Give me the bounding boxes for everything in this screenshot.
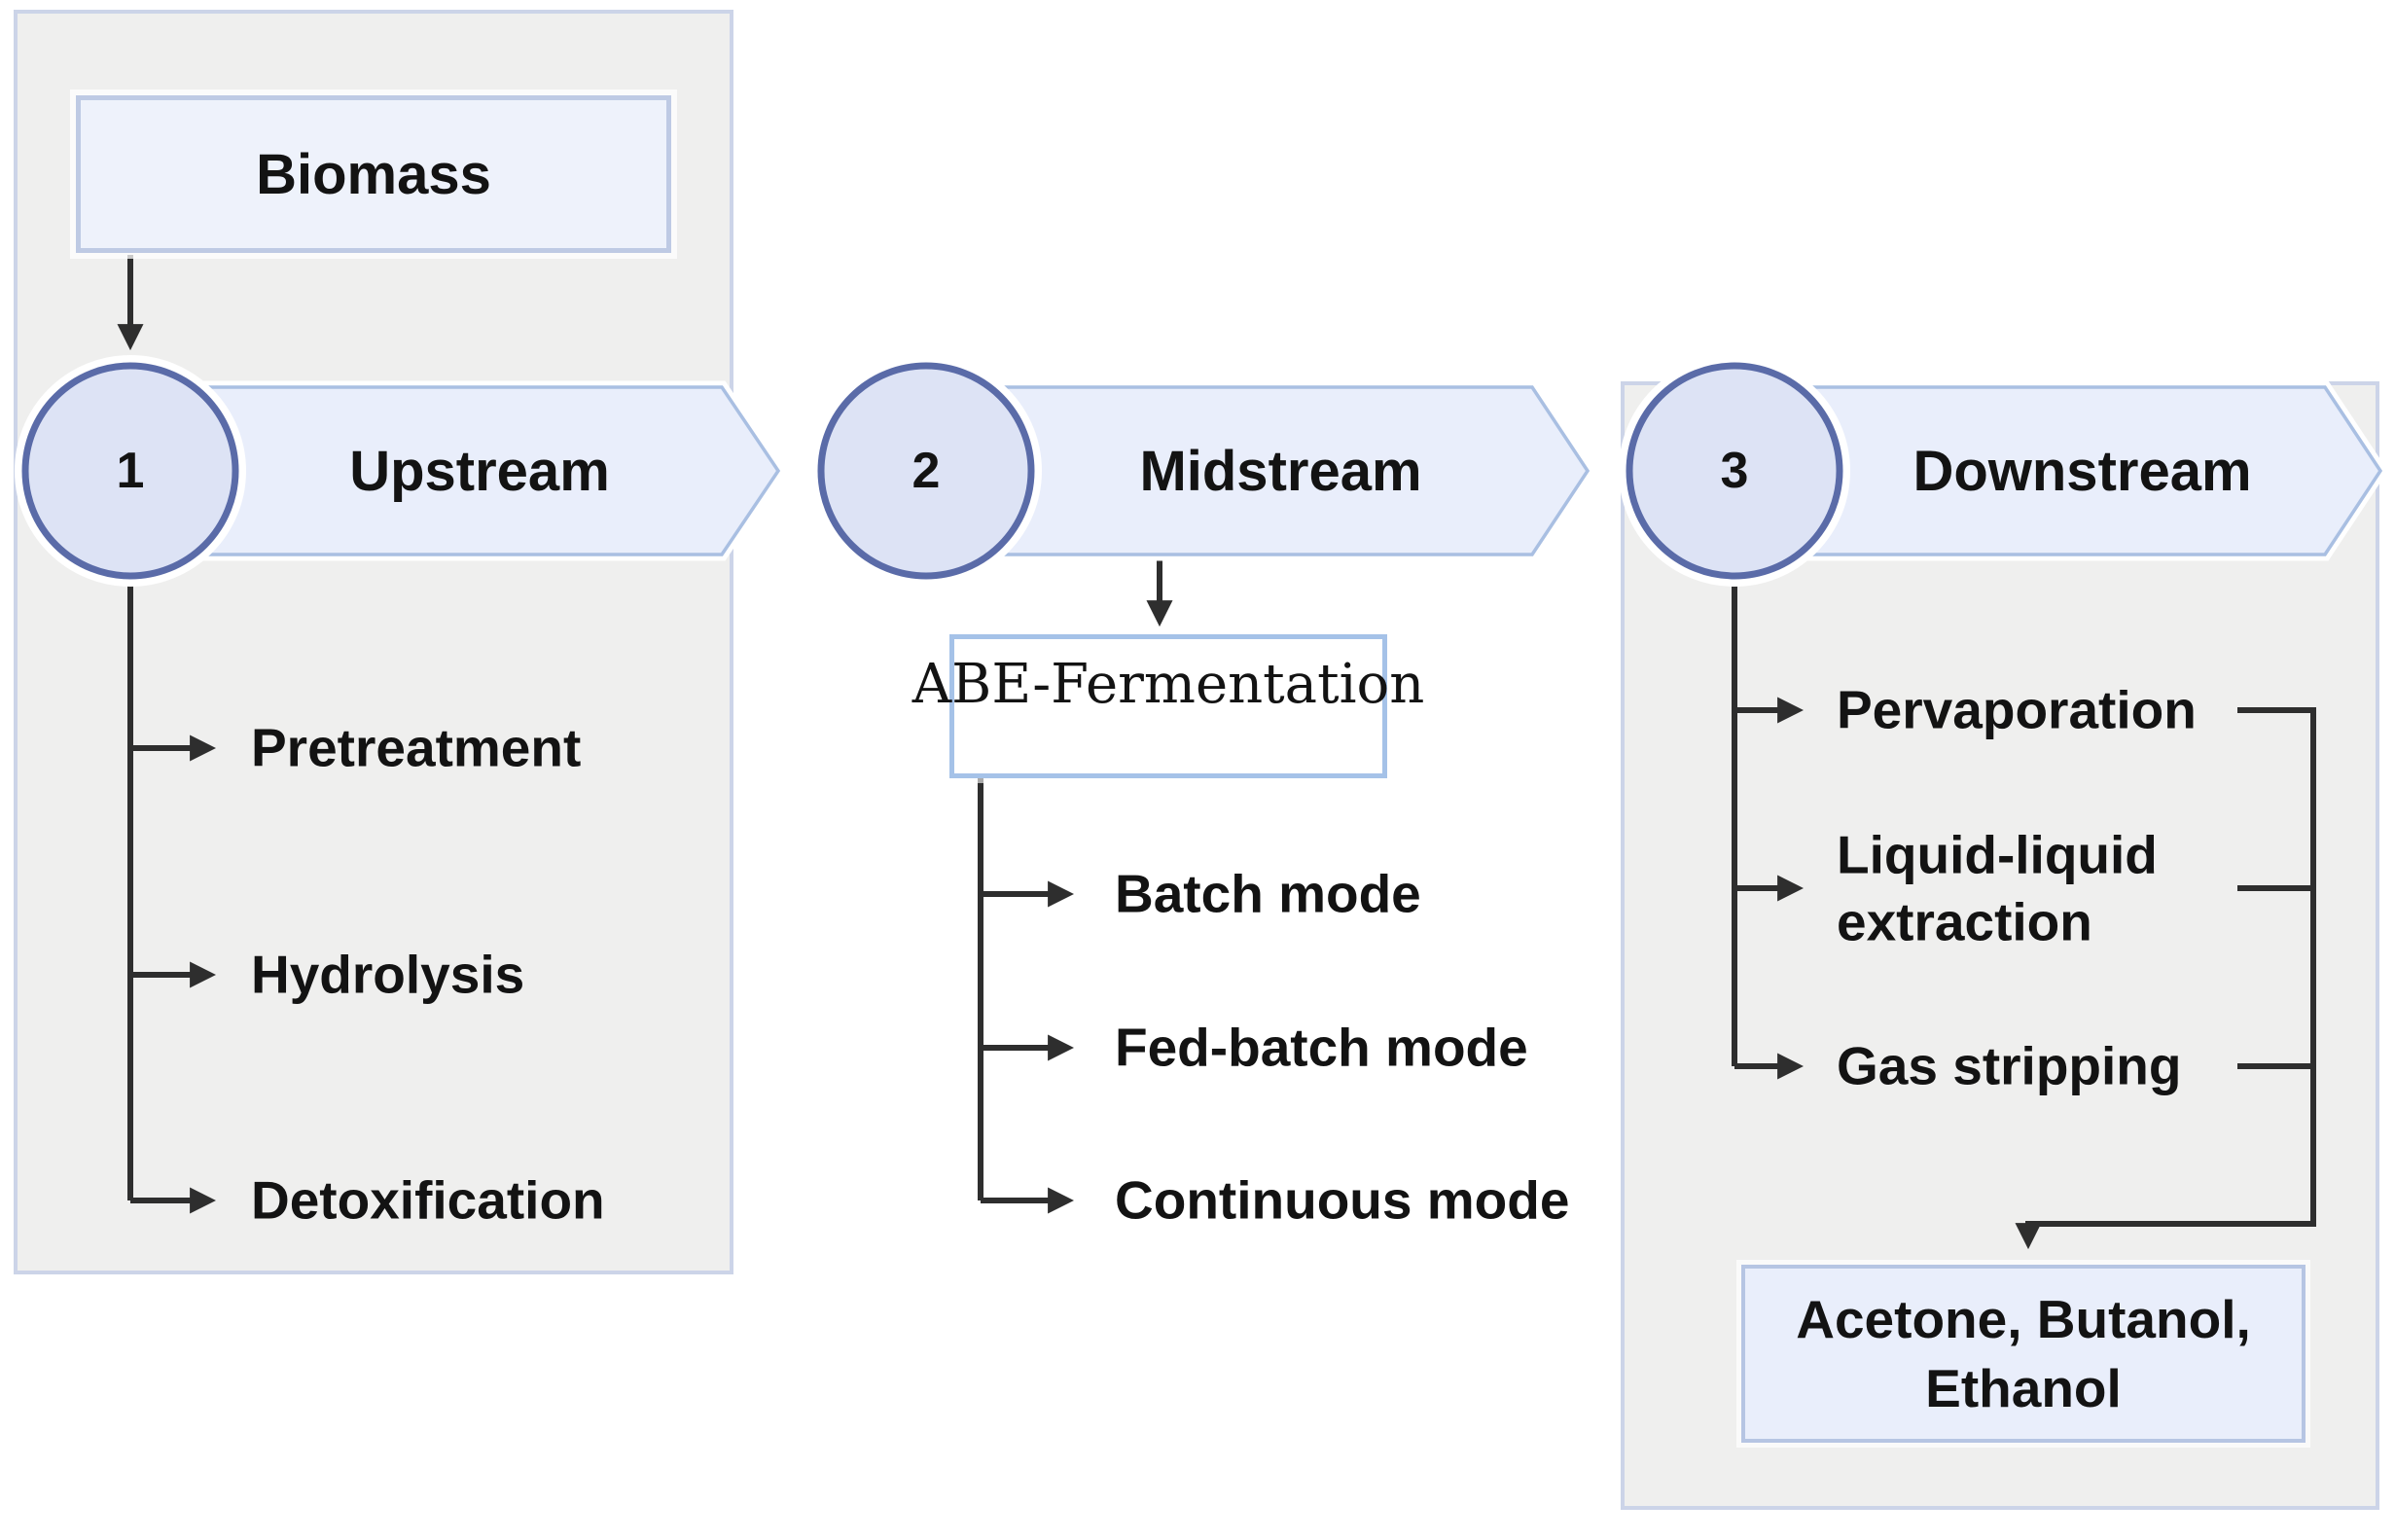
stage-3-number: 3	[1720, 443, 1749, 499]
item-detoxification: Detoxification	[251, 1169, 605, 1231]
upstream-banner-title: Upstream	[349, 439, 610, 503]
midstream-banner-title: Midstream	[1139, 439, 1422, 503]
abe-fermentation-box: ABE-Fermentation	[912, 634, 1424, 778]
item-hydrolysis: Hydrolysis	[251, 944, 525, 1005]
circle-3	[1626, 362, 1843, 580]
item-pervaporation: Pervaporation	[1837, 679, 2197, 740]
products-box: Acetone, Butanol, Ethanol	[1741, 1265, 2306, 1443]
circle-3-halo	[1619, 355, 1850, 587]
collector-line-to-products	[2015, 707, 2316, 1250]
item-pretreatment: Pretreatment	[251, 717, 582, 778]
item-batch-mode: Batch mode	[1115, 863, 1421, 924]
item-gas-stripping: Gas stripping	[1837, 1035, 2182, 1096]
stage-1-number: 1	[116, 443, 145, 499]
circle-1	[21, 362, 239, 580]
biomass-box: Biomass	[76, 95, 671, 253]
item-fed-batch-mode: Fed-batch mode	[1115, 1017, 1528, 1078]
item-liquid-liquid-extraction: Liquid-liquid extraction	[1837, 824, 2158, 951]
circle-2-halo	[810, 355, 1042, 587]
flow-lines	[117, 255, 2316, 1250]
item-continuous-mode: Continuous mode	[1115, 1169, 1570, 1231]
circle-2	[817, 362, 1035, 580]
stage-2-number: 2	[912, 443, 941, 499]
circle-1-halo	[15, 355, 246, 587]
downstream-banner-title: Downstream	[1912, 439, 2252, 503]
stage-circles	[15, 355, 1850, 587]
